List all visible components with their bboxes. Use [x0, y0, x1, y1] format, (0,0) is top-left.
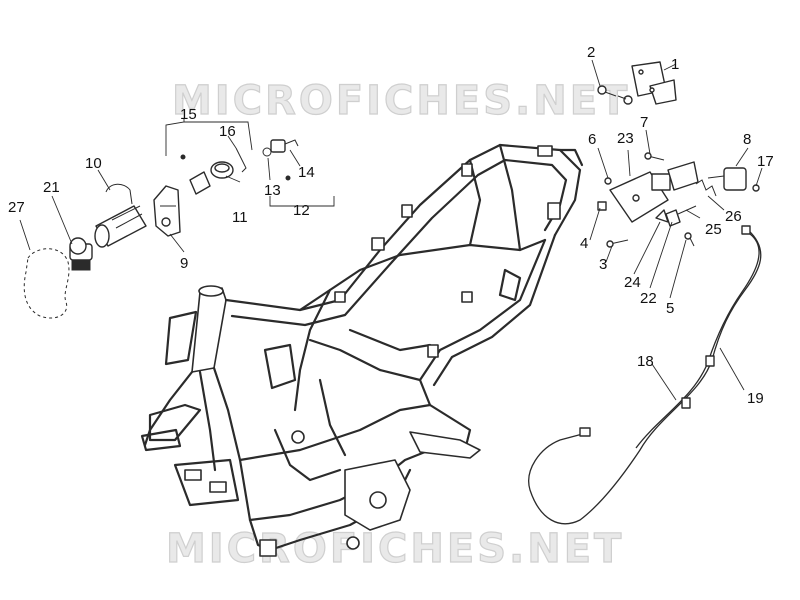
tail-bracket — [537, 145, 553, 157]
part-21-ignition-switch — [69, 237, 93, 271]
side-bracket-a — [461, 291, 473, 303]
side-bracket-c — [334, 291, 346, 303]
tunnel-rail — [308, 338, 422, 382]
callout-4: 4 — [580, 235, 588, 252]
callout-26: 26 — [725, 208, 742, 225]
callout-12: 12 — [293, 202, 310, 219]
cable-ferrule-a — [705, 355, 715, 367]
skid-foot — [259, 539, 277, 557]
callout-16: 16 — [219, 123, 236, 140]
cable-top-fitting — [741, 225, 751, 235]
head-tube-top — [198, 285, 224, 297]
callout-13: 13 — [264, 182, 281, 199]
lower-floor-rail — [238, 403, 472, 462]
engine-pivot — [369, 491, 387, 509]
part-6-nut — [604, 177, 612, 185]
head-bracket-plate — [164, 310, 198, 366]
right-side-rail-outer — [432, 233, 557, 387]
part-15-small-ball — [180, 154, 186, 160]
part-5-screw — [684, 232, 695, 247]
part-26-spring — [695, 179, 717, 197]
callout-8: 8 — [743, 131, 751, 148]
upper-left-rail-inner — [230, 158, 568, 327]
side-bracket-b — [427, 344, 439, 358]
callout-18: 18 — [637, 353, 654, 370]
front-mount-plate — [140, 428, 182, 452]
callout-21: 21 — [43, 179, 60, 196]
down-tube-right — [212, 366, 252, 522]
seat-bracket-c — [371, 237, 385, 251]
part-27-gasket — [23, 248, 70, 319]
bolt-boss-a — [291, 430, 305, 444]
part-14-spring-assembly — [270, 139, 299, 153]
rear-tail-loop — [558, 148, 584, 167]
callout-19: 19 — [747, 390, 764, 407]
callout-17: 17 — [757, 153, 774, 170]
callout-14: 14 — [298, 164, 315, 181]
right-side-rail — [418, 238, 547, 407]
lower-loop — [273, 428, 342, 482]
rear-crossbar — [409, 431, 481, 459]
seat-bracket-a — [461, 163, 473, 177]
part-22-lever — [665, 209, 681, 227]
part-18-cable — [635, 233, 760, 449]
cradle-bracket-a — [184, 469, 202, 481]
bolt-boss-b — [346, 536, 360, 550]
rear-upright-right — [498, 143, 522, 252]
part-10-lock-cylinder — [94, 183, 147, 248]
watermark-top: MICROFICHES.NET — [172, 78, 630, 124]
part-25-pin — [677, 205, 697, 215]
part-14-ball — [285, 175, 291, 181]
scooter-frame — [140, 143, 584, 557]
part-19-cable — [528, 229, 762, 525]
lower-riser — [318, 378, 347, 457]
callout-9: 9 — [180, 255, 188, 272]
rear-bracket — [547, 202, 561, 220]
callout-5: 5 — [666, 300, 674, 317]
seat-bracket-b — [401, 204, 413, 218]
watermark-bottom: MICROFICHES.NET — [166, 526, 624, 572]
leader-lines — [19, 59, 763, 401]
callout-27: 27 — [8, 199, 25, 216]
callout-1: 1 — [671, 56, 679, 73]
part-2-screws — [597, 85, 633, 105]
part-15-bushing — [189, 171, 211, 195]
cable-ferrule-b — [681, 397, 691, 409]
seat-cross-tube — [348, 328, 432, 352]
part-1-hinge-plate — [631, 61, 677, 105]
cable-end-fitting — [579, 427, 591, 437]
callout-23: 23 — [617, 130, 634, 147]
callout-24: 24 — [624, 274, 641, 291]
lower-front-cradle — [173, 458, 240, 507]
inner-riser-left — [293, 288, 332, 412]
part-16-clip — [235, 147, 247, 173]
side-panel-mount — [263, 343, 297, 390]
callout-25: 25 — [705, 221, 722, 238]
part-13-ring — [262, 147, 272, 157]
callout-11: 11 — [232, 209, 248, 226]
steering-head-tube — [191, 287, 227, 373]
down-tube-mid — [198, 370, 217, 472]
cradle-bracket-b — [209, 481, 227, 493]
part-4-clip — [597, 201, 607, 211]
stand-mount-bracket — [498, 268, 522, 302]
callout-22: 22 — [640, 290, 657, 307]
part-23-latch-bracket — [609, 171, 671, 223]
callout-6: 6 — [588, 131, 596, 148]
front-gusset — [148, 403, 202, 442]
callout-3: 3 — [599, 256, 607, 273]
callout-2: 2 — [587, 44, 595, 61]
part-8-latch-actuator — [667, 161, 747, 191]
part-9-lock-body — [153, 185, 181, 237]
part-7-screw — [644, 152, 665, 161]
callout-10: 10 — [85, 155, 102, 172]
down-tube-left — [143, 370, 194, 447]
callout-15: 15 — [180, 106, 197, 123]
rear-upright-left — [468, 158, 482, 247]
part-3-bolt — [606, 239, 629, 248]
part-11-cap — [210, 161, 234, 179]
callout-7: 7 — [640, 114, 648, 131]
